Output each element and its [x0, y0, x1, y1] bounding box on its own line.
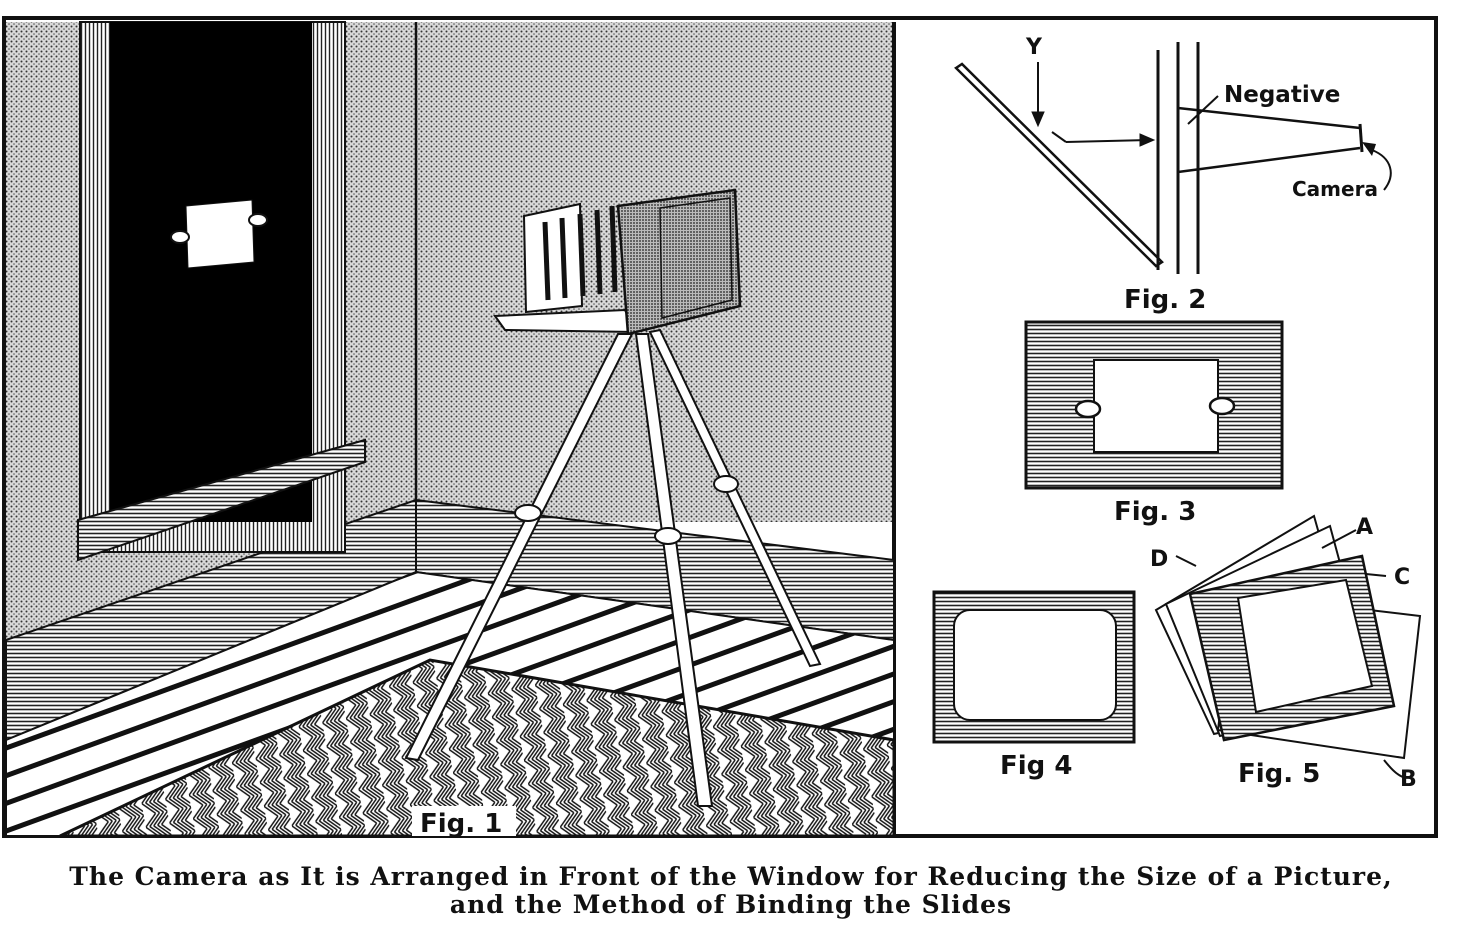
- fig2-label: Fig. 2: [1124, 285, 1206, 315]
- fig5-mat-opening: [1236, 578, 1374, 714]
- fig2-arrow-right: [1139, 133, 1156, 147]
- fig4-label: Fig 4: [1000, 751, 1072, 781]
- fig4-opening: [953, 609, 1117, 721]
- figure-2: Y Negative Camera Fig. 2: [954, 35, 1392, 315]
- fig3-opening: [1093, 359, 1219, 453]
- fig5-label-c: C: [1394, 565, 1410, 590]
- tripod-clamp-1: [514, 504, 542, 522]
- fig5-label-a: A: [1356, 515, 1373, 540]
- fig2-arrow-down: [1031, 111, 1045, 128]
- pinned-picture: [185, 199, 255, 269]
- camera-bellows: [542, 205, 618, 301]
- figure-1: Fig. 1: [5, 21, 896, 839]
- camera-lensboard: [522, 202, 584, 314]
- camera-body: [616, 188, 742, 336]
- fig1-label: Fig. 1: [420, 809, 502, 839]
- rug: [59, 658, 896, 838]
- fig2-camera-label: Camera: [1292, 177, 1378, 201]
- window-dark-pane: [110, 22, 312, 522]
- figure-4: Fig 4: [932, 590, 1136, 781]
- fig5-label: Fig. 5: [1238, 759, 1320, 789]
- caption-line-2: and the Method of Binding the Slides: [449, 890, 1013, 919]
- camera: [493, 188, 742, 336]
- fig2-camera-arrowhead: [1362, 142, 1376, 156]
- thumbtack-left: [170, 230, 190, 244]
- fig2-y-label: Y: [1025, 35, 1043, 60]
- fig3-binder-right: [1208, 396, 1236, 416]
- fig5-label-d: D: [1150, 547, 1168, 572]
- tripod: [404, 328, 822, 807]
- window: [77, 21, 366, 562]
- fig5-label-b: B: [1400, 767, 1417, 792]
- tripod-clamp-3: [713, 475, 739, 493]
- fig3-label: Fig. 3: [1114, 497, 1196, 527]
- caption-line-1: The Camera as It is Arranged in Front of…: [69, 862, 1393, 891]
- fig3-binder-left: [1074, 399, 1102, 419]
- fig2-mirror: [954, 62, 1164, 268]
- figure-3: Fig. 3: [1024, 320, 1284, 527]
- window-sill: [77, 438, 366, 562]
- figure-5: A B C D Fig. 5: [1150, 514, 1422, 792]
- tripod-clamp-2: [654, 527, 682, 545]
- fig2-negative-label: Negative: [1224, 82, 1340, 108]
- thumbtack-right: [248, 213, 268, 227]
